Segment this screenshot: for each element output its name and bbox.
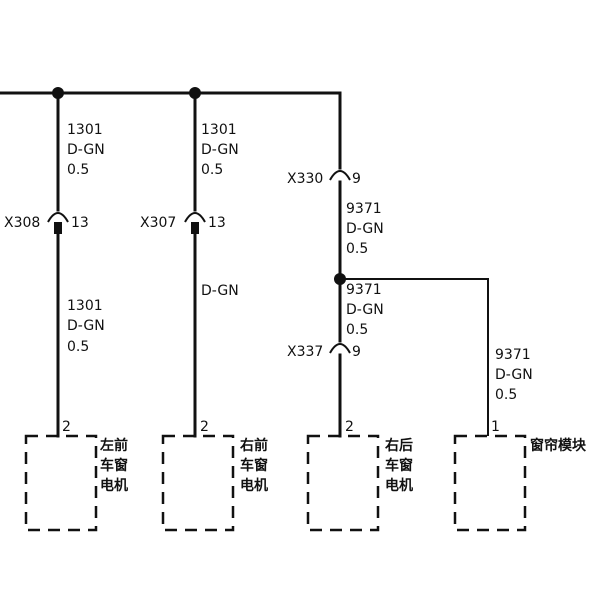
component-name-line1: 右前 (239, 437, 268, 454)
connector-x337: X337 9 (287, 343, 361, 360)
wire-circuit: 1301 (67, 298, 103, 314)
wire-circuit: 9371 (346, 201, 382, 217)
wire-color: D-GN (346, 302, 384, 318)
top-bus-wire (0, 91, 342, 170)
connector-pin: 9 (352, 344, 361, 360)
wire-gauge: 0.5 (346, 241, 368, 257)
wire-gauge: 0.5 (346, 322, 368, 338)
wire-color: D-GN (201, 283, 239, 299)
component-name-line1: 右后 (384, 437, 413, 454)
wire-gauge: 0.5 (201, 162, 223, 178)
branch-front-left: 1301 D-GN 0.5 X308 13 1301 D-GN 0.5 2 左前… (4, 91, 128, 532)
wire-gauge: 0.5 (67, 339, 89, 355)
component-pin: 2 (345, 419, 354, 435)
component-shade-module: 1 窗帘模块 (453, 419, 587, 532)
component-front-left-motor: 2 左前 车窗 电机 (24, 419, 128, 532)
wire-circuit: 9371 (346, 282, 382, 298)
connector-id: X337 (287, 344, 323, 360)
component-pin: 2 (200, 419, 209, 435)
connector-pin: 13 (71, 215, 89, 231)
component-name-line3: 电机 (385, 477, 413, 494)
connector-pin: 9 (352, 171, 361, 187)
component-front-right-motor: 2 右前 车窗 电机 (161, 419, 268, 532)
branch-front-right: 1301 D-GN 0.5 X307 13 D-GN 2 右前 车窗 电机 (140, 91, 268, 532)
component-name-line1: 窗帘模块 (530, 437, 587, 454)
connector-id: X307 (140, 215, 176, 231)
wire-gauge: 0.5 (67, 162, 89, 178)
component-name-line1: 左前 (99, 437, 128, 454)
wire-color: D-GN (346, 221, 384, 237)
component-name-line2: 车窗 (240, 457, 268, 474)
wire-color: D-GN (495, 367, 533, 383)
branch-rear-right: X330 9 9371 D-GN 0.5 9371 D-GN 0.5 X337 … (287, 170, 587, 532)
connector-x307: X307 13 (140, 212, 226, 234)
component-rear-right-motor: 2 右后 车窗 电机 (306, 419, 413, 532)
connector-id: X330 (287, 171, 323, 187)
component-pin: 2 (62, 419, 71, 435)
wire-color: D-GN (67, 142, 105, 158)
connector-id: X308 (4, 215, 40, 231)
wire-circuit: 1301 (67, 122, 103, 138)
connector-x330: X330 9 (287, 170, 361, 187)
component-name-line3: 电机 (240, 477, 268, 494)
wire-gauge: 0.5 (495, 387, 517, 403)
wire-color: D-GN (67, 318, 105, 334)
wire-circuit: 9371 (495, 347, 531, 363)
component-name-line3: 电机 (100, 477, 128, 494)
wire-circuit: 1301 (201, 122, 237, 138)
wire-color: D-GN (201, 142, 239, 158)
component-name-line2: 车窗 (100, 457, 128, 474)
connector-pin: 13 (208, 215, 226, 231)
component-name-line2: 车窗 (385, 457, 413, 474)
shade-module-wire (340, 278, 489, 436)
component-pin: 1 (491, 419, 500, 435)
connector-x308: X308 13 (4, 212, 89, 234)
